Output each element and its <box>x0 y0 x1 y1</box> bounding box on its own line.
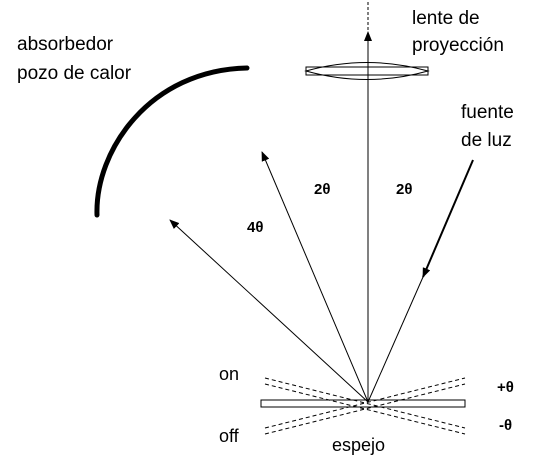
projection-lens <box>304 62 430 80</box>
incident-light-ray <box>422 159 474 278</box>
incident-light-ray-continuation <box>367 276 424 403</box>
mirror-label: espejo <box>332 435 385 455</box>
absorber-label-line2: pozo de calor <box>17 63 132 84</box>
source-label-line2: de luz <box>461 130 512 151</box>
lens-label-line2: proyección <box>412 35 504 56</box>
lens-label-line1: lente de <box>412 8 480 29</box>
source-label-line1: fuente <box>461 102 514 123</box>
flat-state-ray <box>261 151 369 403</box>
plus-theta-label: +θ <box>497 379 514 396</box>
angle-2theta-right-label: 2θ <box>396 181 412 198</box>
mirror-tilt-on <box>264 377 466 435</box>
minus-theta-label: -θ <box>499 417 512 434</box>
mirror-tilt-off <box>264 377 466 435</box>
off-state-label: off <box>219 426 240 446</box>
angle-4theta-label: 4θ <box>247 219 263 236</box>
absorber-label-line1: absorbedor <box>17 34 114 55</box>
angle-2theta-left-label: 2θ <box>314 181 330 198</box>
on-state-label: on <box>219 364 239 384</box>
heat-sink-absorber <box>94 65 250 218</box>
off-state-ray <box>169 219 369 403</box>
mirror-flat <box>260 399 466 408</box>
